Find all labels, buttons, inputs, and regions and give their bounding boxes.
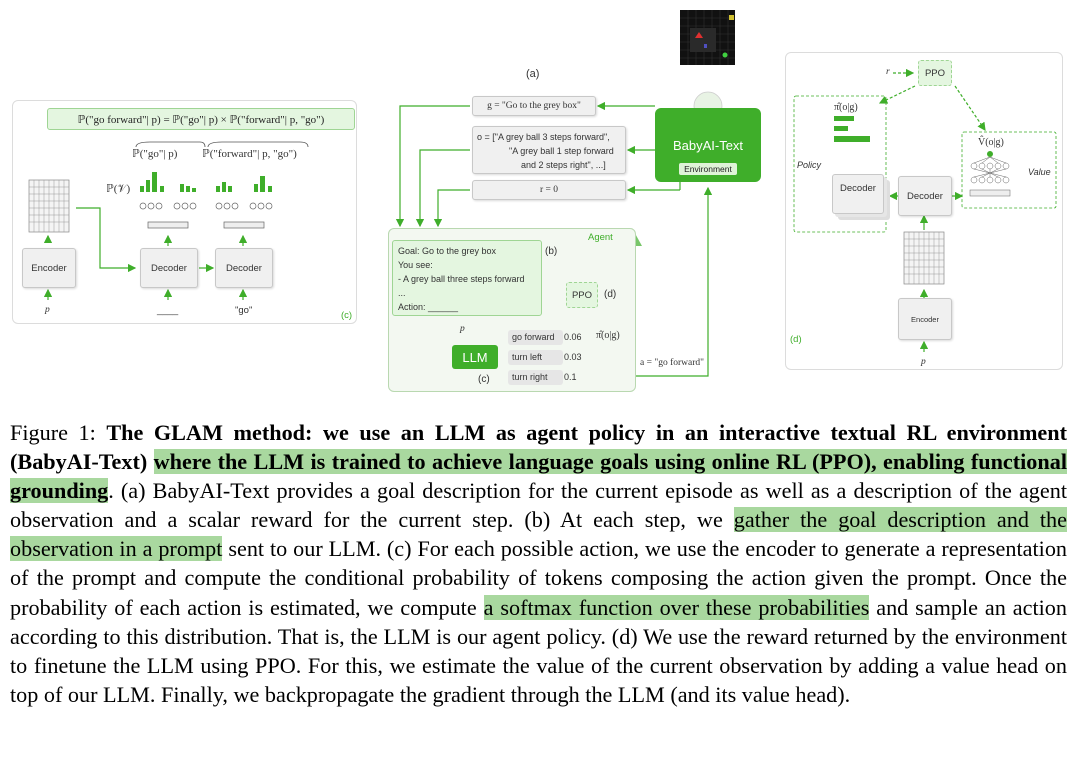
vocab-prob-label: ℙ(𝒱) — [106, 183, 131, 195]
braces — [135, 141, 309, 148]
vocab-bars — [140, 172, 272, 192]
decoder-box-2: Decoder — [215, 248, 273, 288]
figure-caption: Figure 1: The GLAM method: we use an LLM… — [10, 418, 1067, 709]
reward-box: r = 0 — [472, 180, 626, 200]
encoder-box-d: Encoder — [898, 298, 952, 340]
obs-line-2: "A grey ball 1 step forward — [509, 146, 614, 156]
input-blank: ____ — [157, 305, 179, 316]
action-turn-right: turn right — [508, 370, 563, 385]
panel-d-tag: (d) — [790, 334, 802, 345]
prompt-line-3: - A grey ball three steps forward — [398, 274, 525, 284]
caption-text-2: sent to our LLM. (c) For each possible a… — [10, 536, 1068, 620]
policy-pi-label: π̂(o|g) — [834, 102, 858, 113]
figure-diagram — [28, 10, 1057, 377]
caption-text-1: . (a) BabyAI-Text provides a goal descri… — [10, 478, 1067, 533]
panel-d-policy-bars — [834, 116, 870, 142]
panel-c — [12, 100, 357, 324]
panel-c-arrows — [43, 207, 248, 300]
input-go: "go" — [235, 305, 253, 316]
prompt-box: Goal: Go to the grey box You see: - A gr… — [392, 240, 557, 316]
output-heads — [139, 202, 273, 229]
policy-label-d: Policy — [797, 160, 822, 170]
input-p-d: p — [921, 357, 926, 367]
action-output: a = "go forward" — [640, 358, 705, 368]
prompt-line-4: ... — [398, 288, 406, 298]
decoder-box-1: Decoder — [140, 248, 198, 288]
brace-right-label: ℙ("forward"| p, "go") — [202, 148, 297, 160]
decoder-box-d: Decoder — [898, 176, 952, 216]
action-go-forward: go forward — [508, 330, 563, 345]
caption-text-3: and sample an action according to this d… — [10, 594, 1067, 707]
observation-box: o = ["A grey ball 3 steps forward", "A g… — [472, 126, 626, 174]
panel-d — [785, 52, 1063, 370]
ppo-box: PPO — [566, 282, 598, 308]
action-go-forward-prob: 0.06 — [564, 332, 582, 342]
value-head-net — [969, 151, 1011, 197]
action-turn-right-prob: 0.1 — [564, 372, 577, 382]
ppo-box-d: PPO — [918, 60, 952, 86]
caption-bold: The GLAM method: we use an LLM as agent … — [10, 420, 1067, 475]
encoder-grid-right — [903, 231, 945, 285]
prompt-line-1: Goal: Go to the grey box — [398, 246, 497, 256]
action-turn-left-prob: 0.03 — [564, 352, 582, 362]
agent-label: Agent — [588, 232, 613, 243]
encoder-grid — [28, 179, 70, 233]
panel-a-tag: (a) — [526, 68, 540, 80]
action-turn-left: turn left — [508, 350, 563, 365]
llm-box: LLM — [452, 345, 498, 369]
prompt-tag: (b) — [545, 246, 558, 257]
caption-highlight-2: a softmax function over these probabilit… — [483, 594, 870, 620]
brace-left-label: ℙ("go"| p) — [132, 148, 178, 160]
env-badge: Environment — [679, 163, 737, 175]
caption-prefix: Figure 1: — [10, 420, 107, 445]
value-region — [961, 131, 1057, 209]
decoder-stack: Decoder — [832, 174, 884, 214]
ppo-tag: (d) — [604, 289, 617, 300]
value-label-d: Value — [1028, 167, 1051, 177]
babyai-grid-image — [680, 10, 735, 65]
goal-box: g = "Go to the grey box" — [472, 96, 596, 116]
value-v-label: V̂(o|g) — [978, 137, 1004, 148]
prob-formula: ℙ("go forward"| p) = ℙ("go"| p) × ℙ("for… — [47, 108, 355, 130]
llm-input-p: p — [460, 324, 465, 334]
prompt-line-2: You see: — [398, 260, 433, 270]
reward-r: r — [886, 67, 890, 77]
prompt-line-5: Action: ______ — [398, 302, 459, 312]
obs-line-1: o = ["A grey ball 3 steps forward", — [477, 132, 610, 142]
env-title: BabyAI-Text — [672, 138, 744, 153]
panel-c-tag: (c) — [341, 310, 353, 321]
obs-line-3: and 2 steps right", ...] — [521, 160, 606, 170]
encoder-box: Encoder — [22, 248, 76, 288]
glam-figure: ℙ("go forward"| p) = ℙ("go"| p) × ℙ("for… — [12, 10, 1063, 392]
decoder-stack-label: Decoder — [840, 183, 876, 194]
env-box: BabyAI-Text Environment — [655, 108, 761, 182]
policy-label: π̂(o|g) — [596, 330, 620, 341]
input-p: p — [45, 305, 50, 315]
llm-tag: (c) — [478, 374, 490, 385]
policy-region — [793, 95, 887, 233]
